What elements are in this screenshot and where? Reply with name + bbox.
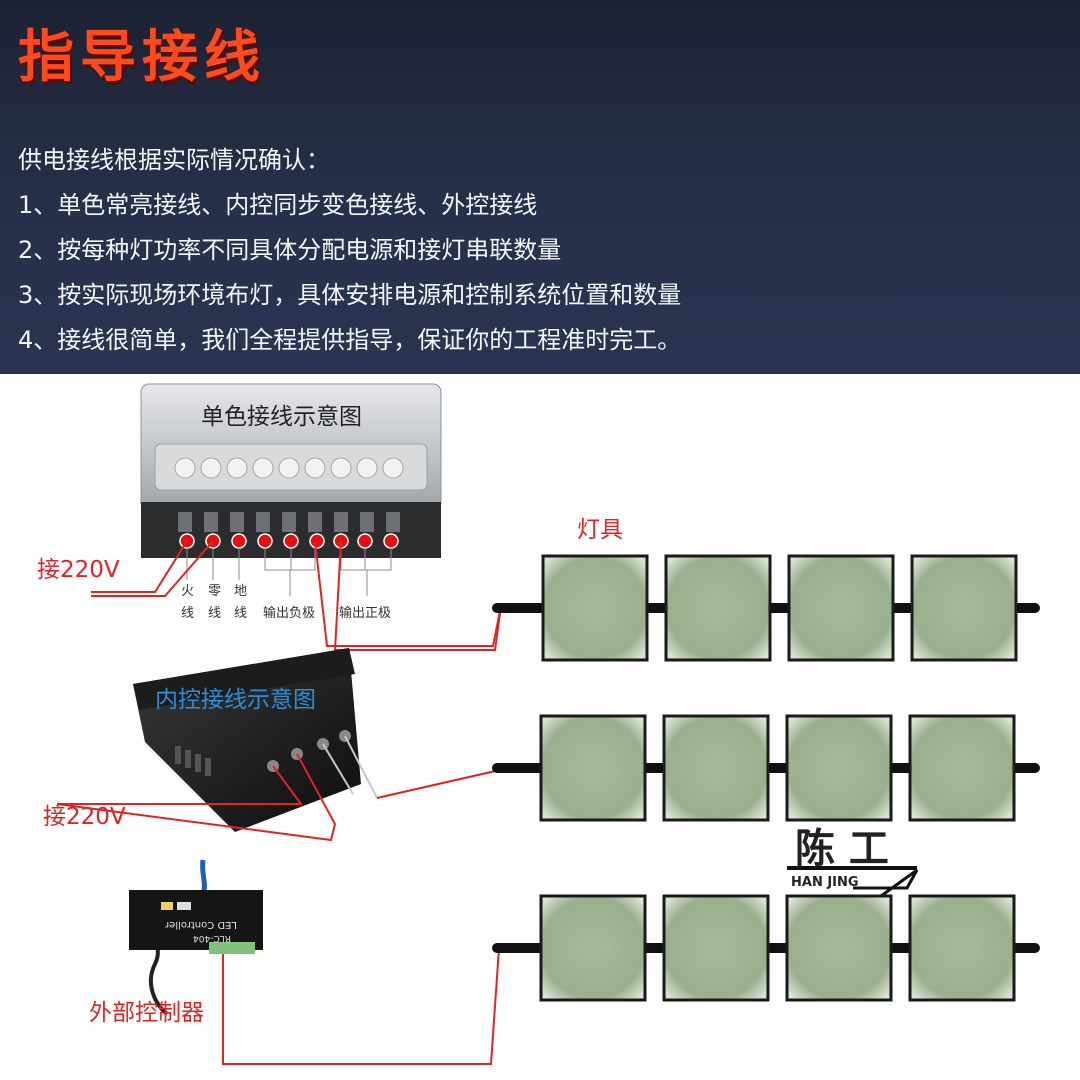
lamp-2-3	[785, 714, 893, 822]
lamp-1-4	[910, 554, 1018, 662]
power-input-label-1: 接220V	[37, 557, 120, 583]
lamp-string-2	[492, 714, 1040, 822]
lamp-1-2	[664, 554, 772, 662]
lamp-string-1	[492, 554, 1040, 662]
page-title: 指导接线	[18, 25, 266, 90]
power-supply-unit	[140, 383, 442, 558]
controller-leads	[322, 735, 378, 799]
live-wire-label-bottom: 线	[181, 606, 194, 621]
internal-control-diagram-title: 内控接线示意图	[155, 687, 316, 713]
external-controller-label: 外部控制器	[89, 1000, 204, 1026]
terminal-dots	[179, 533, 399, 549]
note-1: 1、单色常亮接线、内控同步变色接线、外控接线	[18, 191, 538, 219]
lamp-2-4	[908, 714, 1016, 822]
mains-wires-1	[91, 540, 214, 597]
brand-chinese-name: 陈 工	[795, 826, 889, 872]
output-negative-label: 输出负极	[263, 605, 315, 621]
output-positive-label: 输出正极	[339, 605, 391, 621]
wiring-notes: 供电接线根据实际情况确认： 1、单色常亮接线、内控同步变色接线、外控接线 2、按…	[18, 138, 681, 363]
internal-controller-box	[133, 648, 361, 832]
lamp-3-4	[908, 894, 1016, 1002]
output-wires-1	[314, 540, 502, 651]
note-intro: 供电接线根据实际情况确认：	[18, 146, 330, 174]
brand-logo: 陈 工 HAN JING	[787, 826, 919, 898]
ground-wire-label-bottom: 线	[234, 606, 247, 621]
vent-slots	[175, 746, 211, 776]
lamp-1-1	[541, 554, 649, 662]
brand-swoosh	[853, 868, 919, 898]
neutral-wire-label-top: 零	[208, 584, 221, 599]
header-banner: 指导接线 供电接线根据实际情况确认： 1、单色常亮接线、内控同步变色接线、外控接…	[0, 0, 1080, 374]
lamp-2-2	[662, 714, 770, 822]
single-color-diagram-title: 单色接线示意图	[201, 404, 362, 430]
lamp-1-3	[787, 554, 895, 662]
external-controller-unit	[129, 859, 263, 1016]
controller-brand-text: LED Controller	[164, 919, 237, 930]
terminal-cover-marks	[174, 457, 404, 479]
controller-model-text: RLC-404	[193, 933, 231, 943]
ground-wire-label-top: 地	[234, 584, 247, 599]
lamps-label: 灯具	[577, 517, 623, 543]
power-input-label-2: 接220V	[43, 804, 126, 830]
lamp-3-3	[785, 894, 893, 1002]
neutral-wire-label-bottom: 线	[208, 606, 221, 621]
brand-english-name: HAN JING	[791, 875, 859, 890]
note-3: 3、按实际现场环境布灯，具体安排电源和控制系统位置和数量	[18, 281, 682, 309]
note-4: 4、接线很简单，我们全程提供指导，保证你的工程准时完工。	[18, 326, 682, 354]
lamp-3-1	[539, 894, 647, 1002]
lamp-3-2	[662, 894, 770, 1002]
lamp-string-3	[492, 894, 1040, 1002]
terminal-screws	[178, 512, 400, 532]
lamp-2-1	[539, 714, 647, 822]
wiring-diagram: 单色接线示意图 火 线 零 线 地 线 输出负极 输出正极 接	[5, 374, 1080, 1080]
live-wire-label-top: 火	[181, 584, 194, 599]
controller-wire	[222, 947, 500, 1065]
note-2: 2、按每种灯功率不同具体分配电源和接灯串联数量	[18, 236, 562, 264]
wiring-diagram-canvas: 单色接线示意图 火 线 零 线 地 线 输出负极 输出正极 接	[37, 383, 1040, 1065]
